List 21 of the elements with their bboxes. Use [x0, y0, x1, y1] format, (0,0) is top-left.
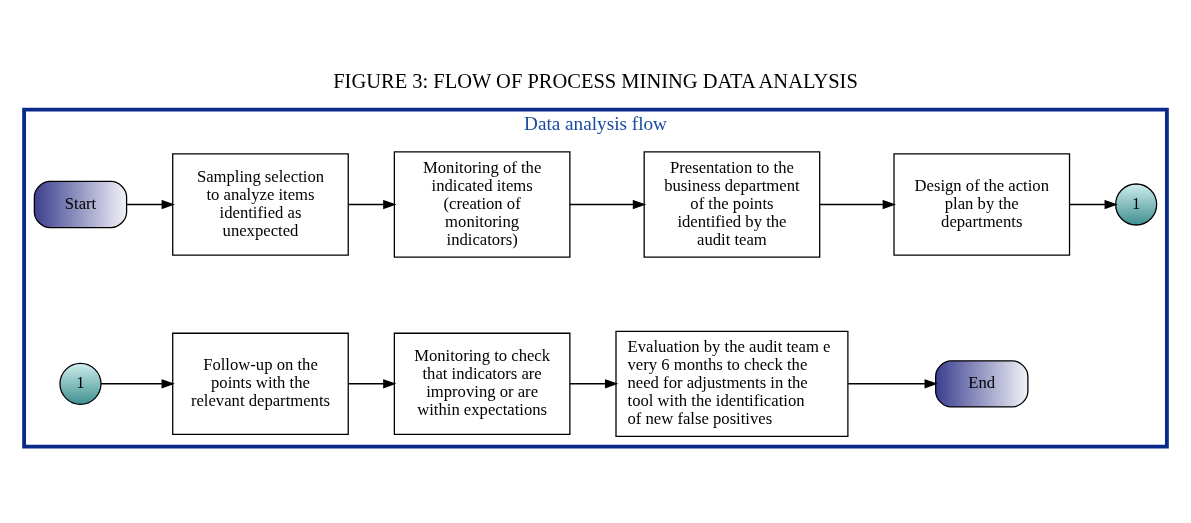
node-circle: 1 [59, 362, 102, 405]
arrow [847, 379, 938, 389]
arrow [347, 379, 397, 389]
arrow [100, 379, 175, 389]
node-box: Monitoring to check that indicators are improving or are within expectations [393, 332, 571, 436]
node-box: Monitoring of the indicated items (creation of monitoring indicators) [393, 151, 571, 258]
arrow [1068, 199, 1118, 210]
node-box: Start [33, 180, 128, 229]
arrow [569, 199, 647, 210]
node-box: Design of the action plan by the departments [893, 153, 1071, 256]
arrow [818, 199, 896, 210]
arrow [569, 379, 619, 389]
arrow [347, 199, 397, 210]
node-box: Evaluation by the audit team e very 6 months to check the need for adjustments in the tool with the identification of new false positives [615, 330, 849, 437]
arrow [126, 199, 175, 210]
node-box: Follow-up on the points with the relevant departments [172, 332, 349, 436]
diagram-title: FIGURE 3: FLOW OF PROCESS MINING DATA ANALYSIS [333, 69, 858, 92]
node-box: Presentation to the business department of the points identified by the audit team [643, 151, 821, 258]
node-box: Sampling selection to analyze items identified as unexpected [172, 153, 349, 256]
node-box: End [935, 360, 1029, 408]
node-circle: 1 [1115, 183, 1158, 226]
